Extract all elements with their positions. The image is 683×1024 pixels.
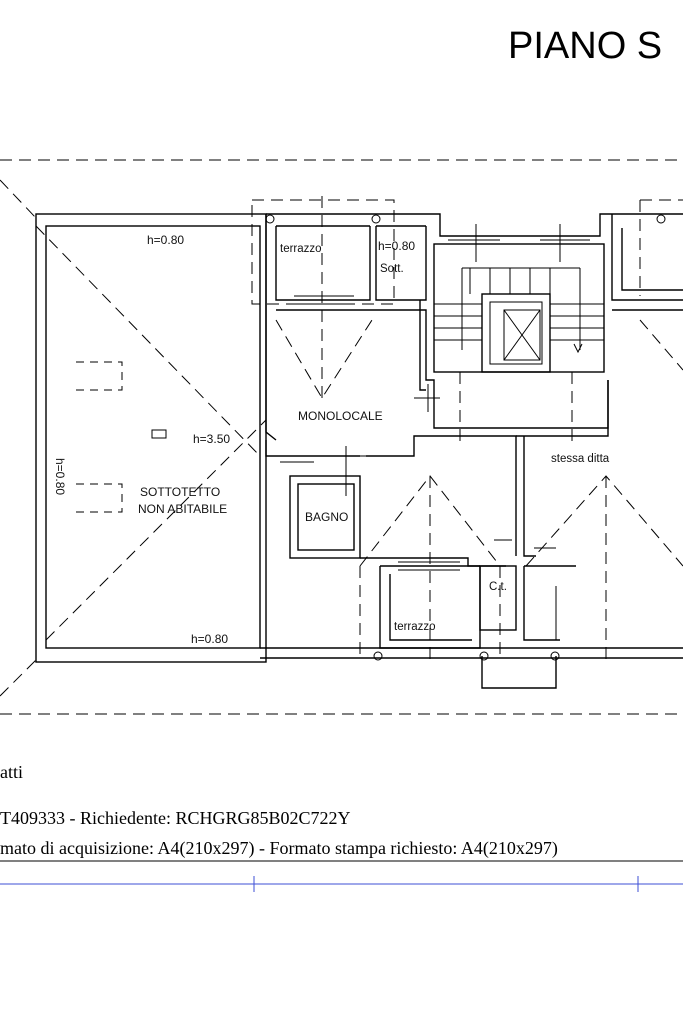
skylight-markers (76, 361, 167, 513)
window-marks (294, 295, 460, 571)
footer-line-3: mato di acquisizione: A4(210x297) - Form… (0, 838, 558, 859)
height-label-top-left: h=0.80 (147, 233, 184, 247)
footer-line-1: atti (0, 762, 23, 782)
height-label-top-right: h=0.80 (378, 239, 415, 253)
room-label-terrazzo-top: terrazzo (280, 243, 322, 255)
room-label-non-abitabile: NON ABITABILE (138, 502, 227, 516)
stairwell (433, 243, 605, 373)
room-label-bagno: BAGNO (305, 510, 348, 524)
room-label-monolocale: MONOLOCALE (298, 409, 383, 423)
cut-marks (280, 224, 590, 640)
columns (265, 214, 666, 661)
roof-lines (35, 196, 683, 664)
room-label-sott: Sott. (380, 263, 404, 275)
room-label-sottotetto: SOTTOTETTO (140, 485, 220, 499)
label-stessa-ditta: stessa ditta (551, 453, 610, 465)
footer-line-2: T409333 - Richiedente: RCHGRG85B02C722Y (0, 808, 350, 828)
stair-steps (434, 267, 604, 354)
height-label-left-vertical: h=0.80 (53, 458, 67, 495)
room-label-terrazzo-bottom: terrazzo (394, 621, 436, 633)
sheet-border-line (0, 876, 683, 892)
room-label-ct: C.t. (489, 581, 507, 593)
height-label-bottom: h=0.80 (191, 632, 228, 646)
plan-title: PIANO S (508, 25, 662, 67)
walls (35, 213, 683, 689)
height-label-center: h=3.50 (193, 432, 230, 446)
dashed-boundary (0, 159, 683, 715)
